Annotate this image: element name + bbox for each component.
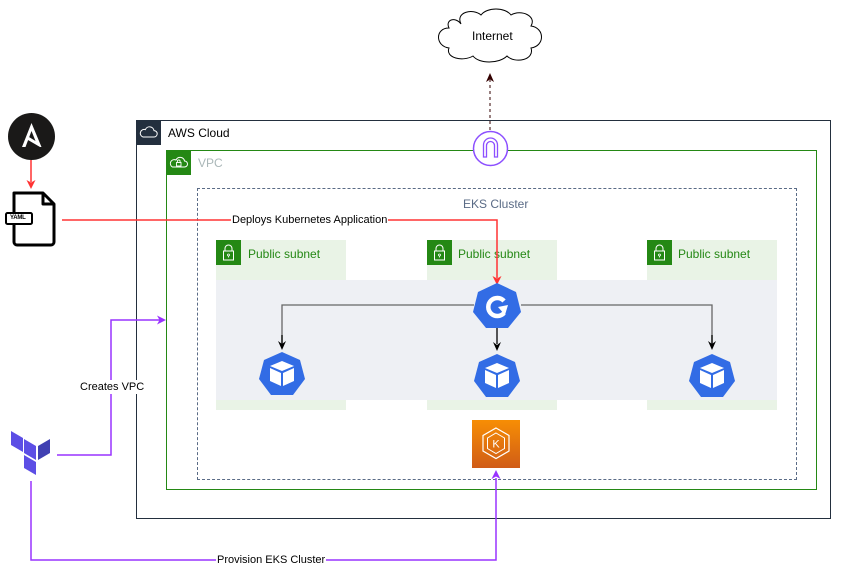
internet-gateway-node[interactable]	[472, 130, 509, 167]
terraform-logo-icon	[11, 431, 50, 475]
yaml-file-icon	[5, 191, 56, 247]
edge-igw-to-internet	[486, 73, 494, 130]
internet-gateway-icon	[472, 130, 509, 167]
edge-label-deploys-app: Deploys Kubernetes Application	[231, 213, 389, 227]
aws-cloud-title: AWS Cloud	[168, 126, 230, 140]
subnet-2-lock-icon	[427, 240, 452, 265]
k8s-pod-icon	[474, 354, 520, 397]
subnet-1-title: Public subnet	[248, 247, 321, 261]
vpc-cloud-lock-icon	[169, 156, 188, 168]
k8s-deployment-icon	[473, 283, 521, 328]
lock-icon	[223, 244, 234, 261]
k8s-pod-icon	[259, 352, 305, 395]
internet-label: Internet	[472, 29, 513, 43]
yaml-tag: YAML	[10, 215, 26, 221]
edge-deploys-app	[62, 219, 502, 285]
arrowhead	[278, 341, 286, 350]
edge-deployment-to-pod-3	[521, 304, 713, 344]
subnet-2-title: Public subnet	[458, 247, 531, 261]
lock-icon	[654, 244, 665, 261]
arrowhead	[708, 341, 716, 350]
k8s-deployment-node[interactable]	[472, 282, 522, 330]
amazon-eks-node[interactable]: K	[472, 420, 520, 468]
svg-text:K: K	[492, 439, 500, 451]
edge-label-provision-eks: Provision EKS Cluster	[216, 553, 327, 567]
ansible-node[interactable]	[8, 113, 55, 160]
internet-node[interactable]: Internet	[433, 6, 548, 66]
k8s-pod-node-3[interactable]	[688, 353, 736, 399]
arrowhead	[493, 342, 501, 351]
ansible-logo-icon	[8, 113, 55, 160]
eks-cluster-group[interactable]	[197, 188, 797, 480]
edge-label-creates-vpc: Creates VPC	[79, 380, 146, 394]
k8s-pod-icon	[689, 354, 735, 397]
edge-deployment-to-pods	[278, 304, 716, 351]
eks-cluster-title: EKS Cluster	[463, 197, 529, 211]
k8s-pod-node-2[interactable]	[473, 353, 521, 399]
lock-icon	[434, 244, 445, 261]
aws-cloud-header-icon	[136, 120, 161, 145]
subnet-3-lock-icon	[647, 240, 672, 265]
yaml-file-node[interactable]: YAML	[2, 190, 58, 248]
edge-deployment-to-pod-1	[281, 304, 474, 344]
edge-provision-eks	[30, 470, 501, 561]
aws-cloud-icon	[139, 126, 158, 138]
amazon-eks-icon: K	[472, 420, 520, 468]
vpc-title: VPC	[198, 156, 223, 170]
vpc-header-icon	[166, 150, 191, 175]
k8s-pod-node-1[interactable]	[258, 351, 306, 397]
cloud-icon	[438, 8, 542, 63]
edge-ansible-to-yaml	[26, 160, 36, 189]
terraform-node[interactable]	[10, 428, 52, 478]
subnet-1-lock-icon	[216, 240, 241, 265]
subnet-3-title: Public subnet	[678, 247, 751, 261]
